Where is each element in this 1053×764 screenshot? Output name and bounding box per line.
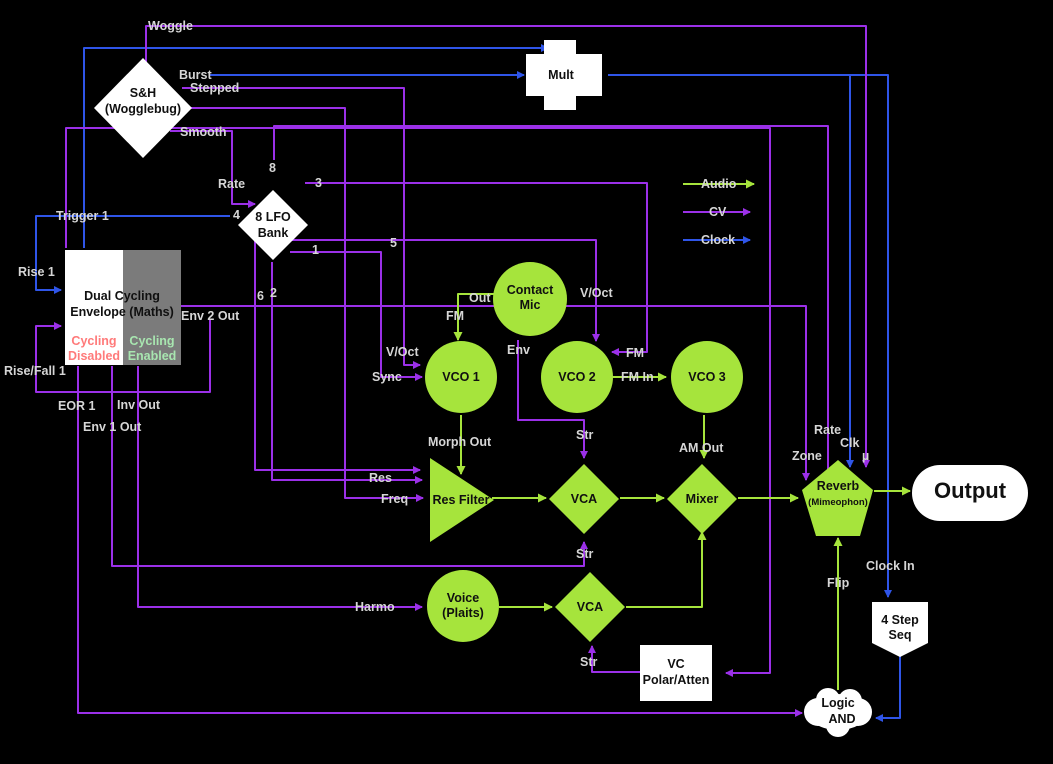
svg-text:Dual Cycling: Dual Cycling <box>84 289 160 303</box>
svg-text:Inv Out: Inv Out <box>117 398 161 412</box>
svg-text:Clk: Clk <box>840 436 860 450</box>
svg-text:Woggle: Woggle <box>148 19 193 33</box>
legend-clock: Clock <box>701 233 735 247</box>
svg-text:Logic: Logic <box>821 696 854 710</box>
svg-text:Zone: Zone <box>792 449 822 463</box>
svg-text:EOR 1: EOR 1 <box>58 399 96 413</box>
svg-text:Contact: Contact <box>507 283 554 297</box>
svg-text:V/Oct: V/Oct <box>580 286 613 300</box>
svg-text:3: 3 <box>315 176 322 190</box>
svg-text:Trigger 1: Trigger 1 <box>56 209 109 223</box>
svg-text:Clock In: Clock In <box>866 559 915 573</box>
svg-text:Bank: Bank <box>258 226 289 240</box>
svg-text:FM: FM <box>446 309 464 323</box>
svg-text:Mult: Mult <box>548 68 575 82</box>
cycling-enabled-label: Cycling <box>129 334 174 348</box>
svg-text:4 Step: 4 Step <box>881 613 919 627</box>
logic-and-node[interactable]: Logic AND <box>804 688 872 737</box>
svg-text:5: 5 <box>390 236 397 250</box>
cycling-disabled-label: Disabled <box>68 349 120 363</box>
svg-text:V/Oct: V/Oct <box>386 345 419 359</box>
svg-text:AM Out: AM Out <box>679 441 724 455</box>
svg-text:Str: Str <box>576 428 594 442</box>
svg-text:Rise/Fall 1: Rise/Fall 1 <box>4 364 66 378</box>
svg-text:Mixer: Mixer <box>686 492 719 506</box>
svg-text:Reverb: Reverb <box>817 479 860 493</box>
svg-text:Freq: Freq <box>381 492 408 506</box>
svg-text:(Wogglebug): (Wogglebug) <box>105 102 181 116</box>
svg-text:Str: Str <box>576 547 594 561</box>
svg-text:Env 1 Out: Env 1 Out <box>83 420 142 434</box>
svg-text:Env 2 Out: Env 2 Out <box>181 309 240 323</box>
vco1-node[interactable]: VCO 1 <box>425 341 497 413</box>
sh-wogglebug-node[interactable]: S&H (Wogglebug) <box>94 58 192 158</box>
svg-text:Output: Output <box>934 478 1007 503</box>
svg-text:FM: FM <box>626 346 644 360</box>
svg-text:Polar/Atten: Polar/Atten <box>643 673 710 687</box>
cycling-enabled-label: Enabled <box>128 349 177 363</box>
clock-wires <box>35 44 892 598</box>
svg-text:AND: AND <box>828 712 855 726</box>
wire-labels: Woggle Burst Stepped Smooth Rate 8 3 4 5… <box>4 19 915 669</box>
svg-text:Smooth: Smooth <box>180 125 227 139</box>
svg-text:2: 2 <box>270 286 277 300</box>
audio-wires <box>453 179 911 722</box>
svg-text:VCO 1: VCO 1 <box>442 370 480 384</box>
svg-text:VCO 2: VCO 2 <box>558 370 596 384</box>
svg-text:4: 4 <box>233 208 240 222</box>
svg-text:Sync: Sync <box>372 370 402 384</box>
maths-envelope-node[interactable]: Dual Cycling Envelope (Maths) Cycling Di… <box>65 250 181 365</box>
legend: Audio CV Clock <box>701 177 737 247</box>
svg-text:Res Filter: Res Filter <box>433 493 490 507</box>
svg-text:Voice: Voice <box>447 591 479 605</box>
svg-text:(Mimeophon): (Mimeophon) <box>808 497 868 508</box>
svg-text:VC: VC <box>667 657 684 671</box>
legend-cv: CV <box>709 205 727 219</box>
svg-text:8: 8 <box>269 161 276 175</box>
svg-text:Rise 1: Rise 1 <box>18 265 55 279</box>
svg-text:Out: Out <box>469 291 491 305</box>
mult-node[interactable]: Mult <box>526 40 602 110</box>
contact-mic-node[interactable]: Contact Mic <box>493 262 567 336</box>
svg-text:Seq: Seq <box>889 628 912 642</box>
svg-text:1: 1 <box>312 243 319 257</box>
cycling-disabled-label: Cycling <box>71 334 116 348</box>
lfo-bank-node[interactable]: 8 LFO Bank <box>238 190 308 260</box>
vco2-node[interactable]: VCO 2 <box>541 341 613 413</box>
svg-text:VCA: VCA <box>577 600 603 614</box>
vca1-node[interactable]: VCA <box>549 464 619 534</box>
cv-wires <box>35 25 870 717</box>
svg-text:Burst: Burst <box>179 68 212 82</box>
svg-text:Rate: Rate <box>218 177 245 191</box>
reverb-mimeophon-node[interactable]: Reverb (Mimeophon) <box>802 460 873 536</box>
svg-text:Str: Str <box>580 655 598 669</box>
svg-text:8 LFO: 8 LFO <box>255 210 291 224</box>
svg-text:Env: Env <box>507 343 530 357</box>
svg-text:Envelope (Maths): Envelope (Maths) <box>70 305 174 319</box>
svg-text:Rate: Rate <box>814 423 841 437</box>
svg-text:FM In: FM In <box>621 370 654 384</box>
vco3-node[interactable]: VCO 3 <box>671 341 743 413</box>
vc-polar-atten-node[interactable]: VC Polar/Atten <box>640 645 712 701</box>
svg-text:Flip: Flip <box>827 576 850 590</box>
svg-text:6: 6 <box>257 289 264 303</box>
svg-text:Mic: Mic <box>520 298 541 312</box>
svg-text:(Plaits): (Plaits) <box>442 606 484 620</box>
svg-text:Res: Res <box>369 471 392 485</box>
vca2-node[interactable]: VCA <box>555 572 625 642</box>
svg-text:Morph Out: Morph Out <box>428 435 492 449</box>
svg-text:VCO 3: VCO 3 <box>688 370 726 384</box>
svg-text:µ: µ <box>862 449 869 463</box>
res-filter-node[interactable]: Res Filter <box>430 458 494 542</box>
svg-text:Harmo: Harmo <box>355 600 395 614</box>
mixer-node[interactable]: Mixer <box>667 464 737 534</box>
output-node[interactable]: Output <box>912 465 1028 521</box>
svg-text:S&H: S&H <box>130 86 156 100</box>
svg-text:VCA: VCA <box>571 492 597 506</box>
voice-plaits-node[interactable]: Voice (Plaits) <box>427 570 499 642</box>
svg-text:Stepped: Stepped <box>190 81 239 95</box>
step-seq-node[interactable]: 4 Step Seq <box>872 602 928 657</box>
legend-audio: Audio <box>701 177 737 191</box>
